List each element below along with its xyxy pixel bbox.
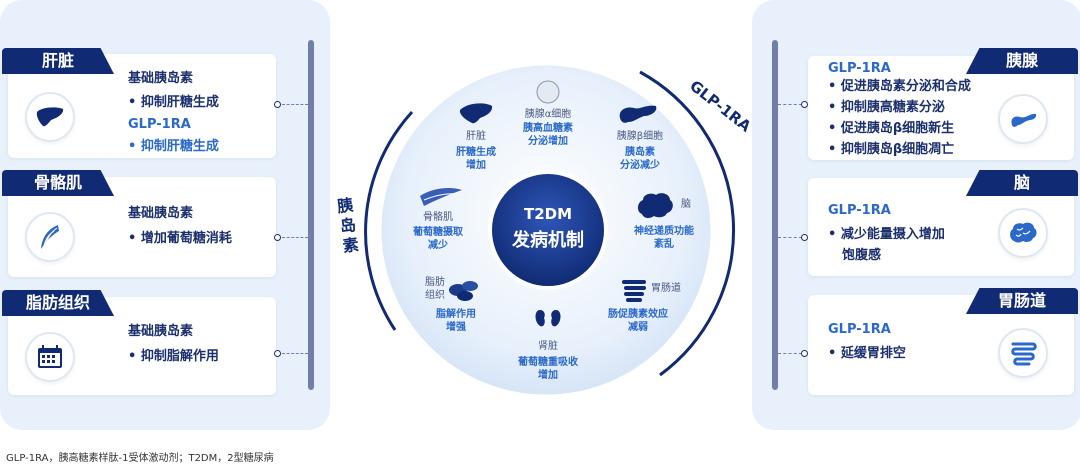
center-title-1: T2DM bbox=[523, 205, 573, 223]
center-liver-effect-1: 肝糖生成 bbox=[456, 147, 496, 158]
gut-connector-dot bbox=[801, 350, 808, 357]
pancreas-line2: • 促进胰岛素分泌和合成 bbox=[828, 79, 971, 94]
center-gut-icon bbox=[622, 280, 646, 302]
fat-line2: • 抑制脂解作用 bbox=[128, 349, 219, 364]
center-kidney-name: 肾脏 bbox=[538, 341, 558, 352]
muscle-icon bbox=[25, 212, 75, 262]
fat-connector-dot bbox=[274, 350, 281, 357]
muscle-line1: 基础胰岛素 bbox=[128, 206, 194, 221]
brain-connector bbox=[778, 237, 802, 238]
center-muscle-effect-1: 葡萄糖摄取 bbox=[413, 227, 463, 238]
center-muscle-name: 骨骼肌 bbox=[423, 212, 453, 223]
center-kidney-effect-2: 增加 bbox=[538, 370, 558, 381]
brain-line2: • 减少能量摄入增加 bbox=[828, 227, 945, 242]
center-liver-effect-2: 增加 bbox=[466, 160, 486, 171]
liver-tag: 肝脏 bbox=[2, 48, 114, 74]
center-fat-effect-1: 脂解作用 bbox=[436, 309, 476, 320]
center-pancreas-icon bbox=[619, 105, 657, 123]
center-gut-name: 胃肠道 bbox=[651, 283, 681, 294]
fat-tag: 脂肪组织 bbox=[2, 290, 114, 316]
liver-connector bbox=[282, 104, 308, 105]
brain-line1: GLP-1RA bbox=[828, 203, 891, 218]
pancreas-icon bbox=[998, 94, 1048, 144]
liver-line4: • 抑制肝糖生成 bbox=[128, 139, 219, 154]
alpha-cell-icon bbox=[536, 80, 560, 104]
center-gut-effect-2: 减弱 bbox=[628, 322, 648, 333]
center-muscle-effect-2: 减少 bbox=[428, 240, 448, 251]
intestine-icon bbox=[998, 328, 1048, 378]
footnote: GLP-1RA，胰高糖素样肽-1受体激动剂；T2DM，2型糖尿病 bbox=[6, 453, 274, 464]
liver-line2: • 抑制肝糖生成 bbox=[128, 95, 219, 110]
center-alpha-effect-2: 分泌增加 bbox=[528, 136, 568, 147]
liver-icon bbox=[25, 92, 75, 142]
brain-icon bbox=[998, 208, 1048, 258]
center-beta-name: 胰腺β细胞 bbox=[616, 131, 664, 142]
fat-connector bbox=[282, 353, 308, 354]
pancreas-connector-dot bbox=[801, 101, 808, 108]
center-kidney-effect-1: 葡萄糖重吸收 bbox=[518, 357, 578, 368]
liver-connector-dot bbox=[274, 101, 281, 108]
center-fat-name-2: 组织 bbox=[425, 290, 445, 301]
center-muscle-icon bbox=[420, 188, 462, 206]
center-kidney-icon bbox=[535, 310, 561, 327]
gut-tag: 胃肠道 bbox=[966, 288, 1078, 314]
center-beta-effect-1: 胰岛素 bbox=[625, 147, 655, 158]
liver-line1: 基础胰岛素 bbox=[128, 71, 194, 86]
center-alpha-effect-1: 胰高血糖素 bbox=[523, 123, 573, 134]
brain-line3: 饱腹感 bbox=[842, 248, 882, 263]
center-brain-icon bbox=[637, 193, 673, 219]
pancreas-line4: • 促进胰岛β细胞新生 bbox=[828, 121, 955, 136]
muscle-connector-dot bbox=[274, 234, 281, 241]
center-brain-effect-1: 神经递质功能 bbox=[634, 226, 694, 237]
center-liver-icon bbox=[459, 103, 493, 124]
left-divider-line bbox=[308, 40, 314, 390]
fat-calendar-icon bbox=[25, 332, 75, 382]
core-circle bbox=[488, 170, 608, 290]
center-brain-effect-2: 紊乱 bbox=[654, 239, 674, 250]
center-beta-effect-2: 分泌减少 bbox=[620, 160, 660, 171]
pancreas-line5: • 抑制胰岛β细胞凋亡 bbox=[828, 142, 955, 157]
brain-tag: 脑 bbox=[966, 170, 1078, 196]
pancreas-line3: • 抑制胰高糖素分泌 bbox=[828, 100, 945, 115]
right-divider-line bbox=[772, 40, 778, 390]
gut-line2: • 延缓胃排空 bbox=[828, 346, 906, 361]
gut-line1: GLP-1RA bbox=[828, 322, 891, 337]
center-fat-name-1: 脂肪 bbox=[425, 277, 445, 288]
pancreas-connector bbox=[778, 104, 802, 105]
muscle-connector bbox=[282, 237, 308, 238]
left-arc bbox=[364, 110, 414, 331]
center-title-2: 发病机制 bbox=[512, 230, 584, 251]
muscle-tag: 骨骼肌 bbox=[2, 170, 114, 196]
fat-line1: 基础胰岛素 bbox=[128, 324, 194, 339]
brain-connector-dot bbox=[801, 234, 808, 241]
center-liver-name: 肝脏 bbox=[466, 131, 486, 142]
center-brain-name: 脑 bbox=[681, 199, 691, 210]
pancreas-tag: 胰腺 bbox=[966, 48, 1078, 74]
center-gut-effect-1: 肠促胰素效应 bbox=[608, 309, 668, 320]
right-arc bbox=[639, 70, 735, 377]
center-fat-effect-2: 增强 bbox=[446, 322, 466, 333]
muscle-line2: • 增加葡萄糖消耗 bbox=[128, 231, 232, 246]
center-alpha-name: 胰腺α细胞 bbox=[524, 109, 572, 120]
pancreas-line1: GLP-1RA bbox=[828, 61, 891, 76]
gut-connector bbox=[778, 353, 802, 354]
liver-line3: GLP-1RA bbox=[128, 117, 191, 132]
